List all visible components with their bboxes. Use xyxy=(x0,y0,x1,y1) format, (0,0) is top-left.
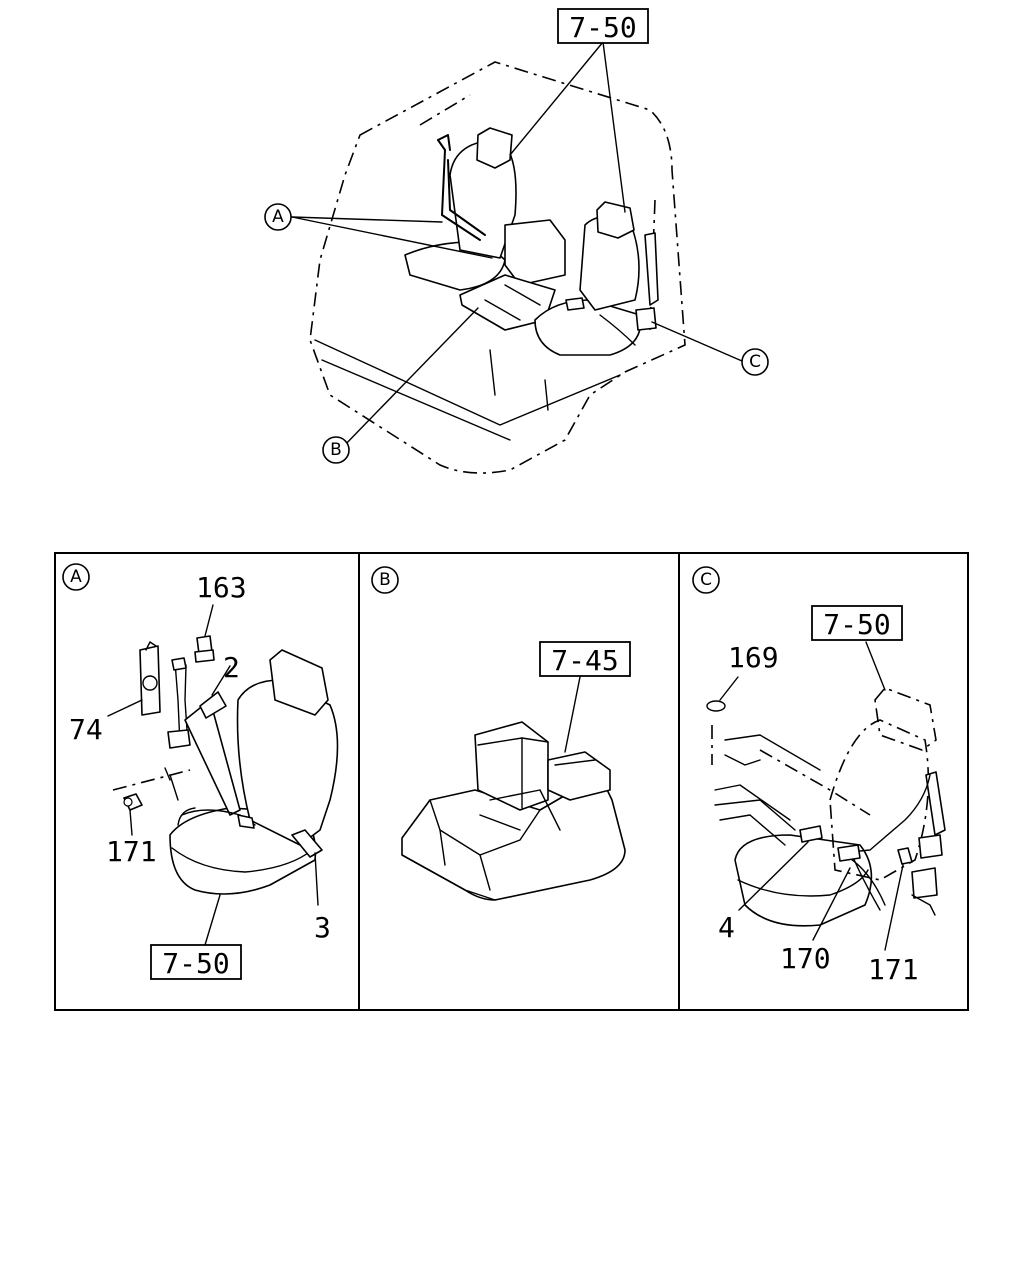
panel-c-reference-box[interactable]: 7-50 xyxy=(811,605,903,641)
panel-a-ref-171[interactable]: 171 xyxy=(106,835,157,868)
panel-c-ref-169[interactable]: 169 xyxy=(728,641,779,674)
svg-text:7-45: 7-45 xyxy=(551,644,618,677)
callout-b[interactable]: B xyxy=(322,436,350,464)
svg-text:A: A xyxy=(272,207,284,227)
overview-leader-lines xyxy=(291,41,743,451)
svg-text:7-50: 7-50 xyxy=(569,11,636,44)
top-reference-box[interactable]: 7-50 xyxy=(557,8,649,44)
panel-c-ref-170[interactable]: 170 xyxy=(780,942,831,975)
panel-b: B 7-45 xyxy=(371,566,631,901)
panel-a-seat-illustration xyxy=(112,635,339,895)
panel-a: A xyxy=(62,563,339,980)
cab-overview-illustration xyxy=(309,61,686,474)
panel-a-ref-163[interactable]: 163 xyxy=(196,571,247,604)
panel-b-header: B xyxy=(371,566,399,594)
panel-a-reference-box[interactable]: 7-50 xyxy=(150,944,242,980)
panel-b-console-illustration xyxy=(401,721,626,901)
svg-text:A: A xyxy=(70,567,82,587)
callout-a[interactable]: A xyxy=(264,203,292,231)
panel-a-ref-2[interactable]: 2 xyxy=(223,651,240,684)
svg-text:C: C xyxy=(749,352,761,372)
svg-text:C: C xyxy=(700,570,712,590)
svg-text:B: B xyxy=(379,570,391,590)
panel-b-reference-box[interactable]: 7-45 xyxy=(539,641,631,677)
panel-a-ref-3[interactable]: 3 xyxy=(314,911,331,944)
panel-c-ref-4[interactable]: 4 xyxy=(718,911,735,944)
svg-text:7-50: 7-50 xyxy=(162,947,229,980)
panel-a-ref-74[interactable]: 74 xyxy=(69,713,103,746)
panel-c-seat-illustration xyxy=(706,687,946,927)
svg-text:B: B xyxy=(330,440,342,460)
panel-c-ref-171[interactable]: 171 xyxy=(868,953,919,986)
panel-c-header: C xyxy=(692,566,720,594)
panel-c: C xyxy=(692,566,946,986)
detail-panels-frame xyxy=(54,552,969,1011)
callout-c[interactable]: C xyxy=(741,348,769,376)
panel-a-header: A xyxy=(62,563,90,591)
svg-text:7-50: 7-50 xyxy=(823,608,890,641)
